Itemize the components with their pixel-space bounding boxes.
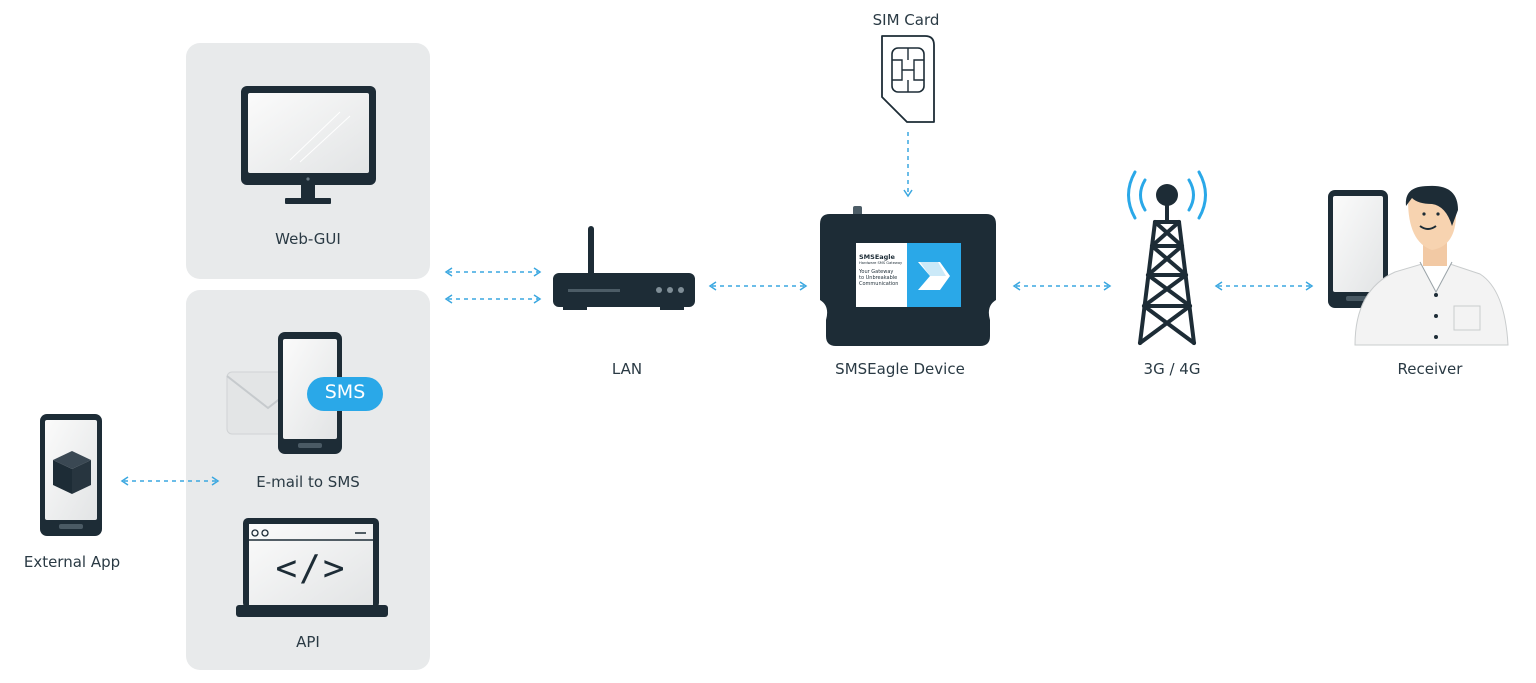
- person-icon: [1354, 185, 1509, 346]
- sms-badge: [307, 377, 383, 411]
- device-label: SMSEagle Device: [835, 360, 965, 378]
- lan-label: LAN: [611, 360, 643, 378]
- laptop-code-icon: [236, 518, 388, 617]
- email-to-sms-label: E-mail to SMS: [256, 473, 360, 491]
- device-tagline-3: Communication: [859, 281, 899, 287]
- network-label: 3G / 4G: [1143, 360, 1201, 378]
- external-app-label: External App: [23, 553, 121, 571]
- device-brand-text: SMSEagle Hardware SMS Gateway Your Gatew…: [859, 253, 907, 287]
- device-tagline-1: Your Gateway: [859, 269, 894, 275]
- api-label: API: [296, 633, 320, 651]
- sim-card-icon: [881, 35, 935, 123]
- arrow-tower-receiver: [1214, 281, 1314, 291]
- arrow-web-gui-router: [444, 267, 542, 277]
- gateway-device-icon: [820, 206, 996, 346]
- arrow-device-tower: [1012, 281, 1112, 291]
- device-tagline-2: to Unbreakable: [859, 275, 898, 281]
- arrow-external-app-api: [120, 476, 220, 486]
- arrow-router-device: [708, 281, 808, 291]
- device-brand: SMSEagle: [859, 253, 895, 261]
- router-icon: [553, 226, 695, 310]
- arrow-sim-device: [903, 132, 913, 198]
- monitor-icon: [241, 86, 376, 204]
- device-brand-sub: Hardware SMS Gateway: [859, 261, 903, 265]
- cell-tower-icon: [1127, 170, 1207, 345]
- receiver-label: Receiver: [1397, 360, 1463, 378]
- web-gui-label: Web-GUI: [275, 230, 341, 248]
- cube-icon: [53, 451, 91, 494]
- sms-badge-label: SMS: [324, 381, 366, 403]
- api-code-symbol: </>: [275, 548, 347, 589]
- sim-card-label: SIM Card: [872, 11, 940, 29]
- arrow-api-router: [444, 294, 542, 304]
- receiver-phone-icon: [1328, 190, 1388, 308]
